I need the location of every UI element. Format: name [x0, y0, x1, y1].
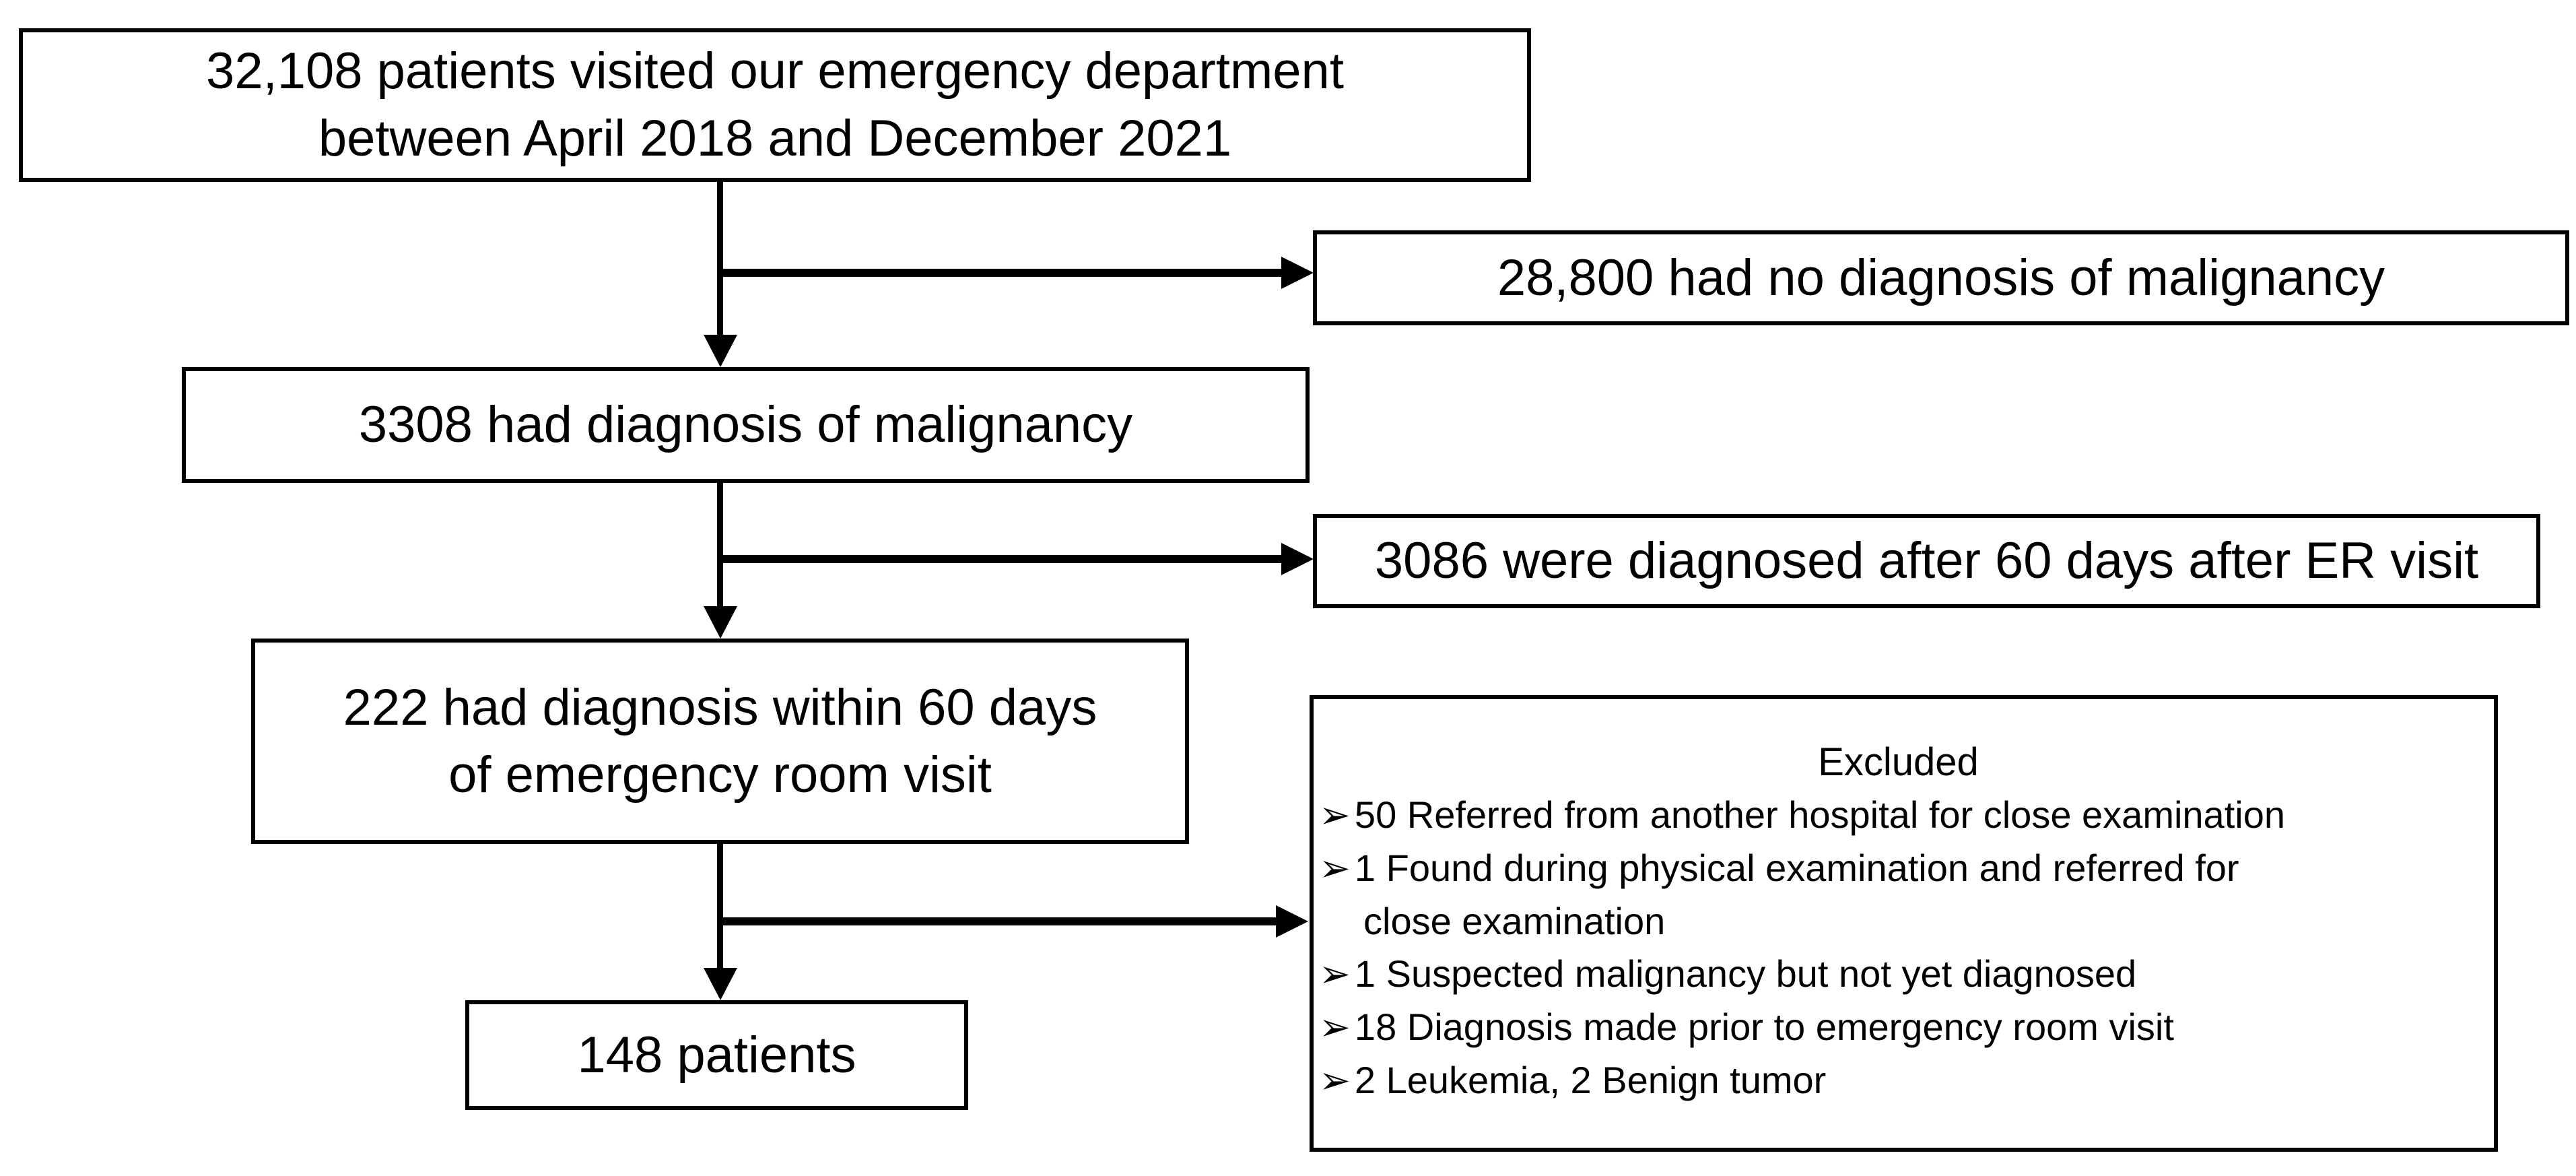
- excluded-item: ➢1 Suspected malignancy but not yet diag…: [1319, 948, 2478, 1001]
- excluded-item-text: 50 Referred from another hospital for cl…: [1354, 793, 2285, 836]
- arrowhead-bullet-icon: ➢: [1319, 847, 1355, 890]
- arrow-total-to-malignancy-head: [704, 335, 737, 367]
- excluded-item: ➢18 Diagnosis made prior to emergency ro…: [1319, 1001, 2478, 1054]
- box-no-malignancy: 28,800 had no diagnosis of malignancy: [1313, 230, 2569, 325]
- arrow-branch-no-malignancy-head: [1281, 257, 1314, 289]
- box-final-patients-text: 148 patients: [577, 1026, 856, 1084]
- arrow-branch-after60-head: [1281, 543, 1314, 575]
- box-within-60-days-line1: 222 had diagnosis within 60 days: [343, 678, 1097, 736]
- box-malignancy: 3308 had diagnosis of malignancy: [182, 367, 1310, 483]
- arrow-total-to-malignancy-shaft: [717, 182, 723, 335]
- box-diagnosed-after-60-days: 3086 were diagnosed after 60 days after …: [1313, 514, 2540, 608]
- arrowhead-bullet-icon: ➢: [1319, 793, 1355, 837]
- arrow-malignancy-to-within60-shaft: [717, 483, 723, 606]
- box-no-malignancy-text: 28,800 had no diagnosis of malignancy: [1497, 249, 2385, 306]
- excluded-item: ➢1 Found during physical examination and…: [1319, 842, 2478, 895]
- excluded-item-text: 2 Leukemia, 2 Benign tumor: [1354, 1059, 1827, 1101]
- box-total-patients: 32,108 patients visited our emergency de…: [19, 28, 1531, 182]
- arrowhead-bullet-icon: ➢: [1319, 1059, 1355, 1103]
- excluded-item-text: close examination: [1363, 900, 1666, 942]
- arrow-within60-to-final-shaft: [717, 844, 723, 968]
- excluded-item: ➢2 Leukemia, 2 Benign tumor: [1319, 1054, 2478, 1107]
- excluded-item-text: 1 Suspected malignancy but not yet diagn…: [1354, 952, 2137, 995]
- box-final-patients: 148 patients: [465, 1000, 968, 1110]
- box-total-patients-line2: between April 2018 and December 2021: [318, 110, 1232, 167]
- arrow-malignancy-to-within60-head: [704, 606, 737, 639]
- arrow-within60-to-final-head: [704, 968, 737, 1000]
- arrow-branch-excluded-shaft: [717, 917, 1277, 925]
- arrowhead-bullet-icon: ➢: [1319, 1006, 1355, 1049]
- excluded-title: Excluded: [1818, 740, 1979, 784]
- excluded-item-continuation: close examination: [1363, 895, 2478, 948]
- box-within-60-days-line2: of emergency room visit: [448, 746, 992, 804]
- box-within-60-days: 222 had diagnosis within 60 days of emer…: [251, 639, 1189, 844]
- arrow-branch-after60-shaft: [717, 555, 1283, 563]
- excluded-item: ➢50 Referred from another hospital for c…: [1319, 789, 2478, 842]
- arrow-branch-no-malignancy-shaft: [717, 269, 1283, 277]
- box-malignancy-text: 3308 had diagnosis of malignancy: [358, 396, 1133, 453]
- excluded-item-text: 18 Diagnosis made prior to emergency roo…: [1354, 1006, 2174, 1048]
- arrow-branch-excluded-head: [1276, 905, 1308, 938]
- arrowhead-bullet-icon: ➢: [1319, 952, 1355, 996]
- excluded-item-text: 1 Found during physical examination and …: [1354, 847, 2239, 889]
- box-excluded: Excluded ➢50 Referred from another hospi…: [1310, 695, 2498, 1152]
- box-total-patients-line1: 32,108 patients visited our emergency de…: [206, 42, 1344, 100]
- box-diagnosed-after-60-days-text: 3086 were diagnosed after 60 days after …: [1374, 532, 2479, 589]
